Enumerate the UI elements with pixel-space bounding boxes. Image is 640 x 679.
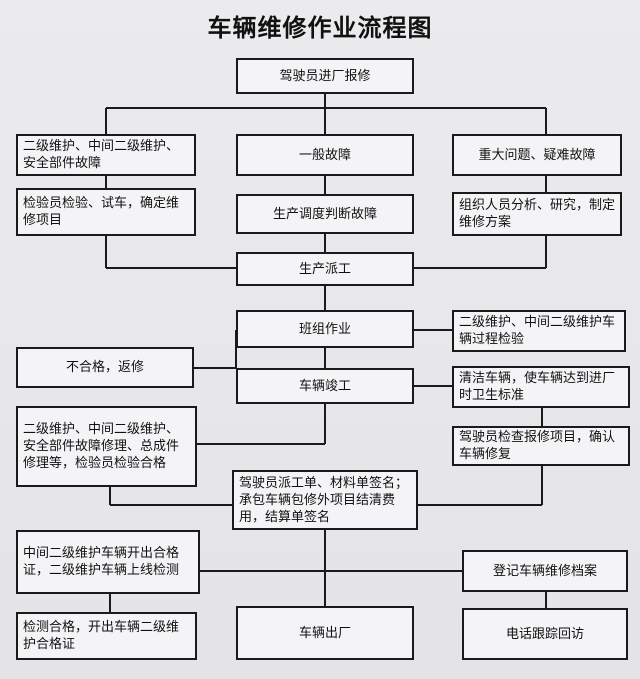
dispatch-judge-box: 生产调度判断故障 [236, 194, 414, 234]
phone-followup-box: 电话跟踪回访 [462, 608, 628, 660]
certificate-online-box: 中间二级维护车辆开出合格证，二级维护车辆上线检测 [16, 530, 200, 594]
team-analysis-box: 组织人员分析、研究，制定维修方案 [452, 192, 622, 236]
inspector-check-box: 检验员检验、试车，确定维修项目 [16, 188, 196, 236]
level2-repair-box: 二级维护、中间二级维护、安全部件故障 [16, 134, 196, 176]
driver-confirm-box: 驾驶员检查报修项目，确认车辆修复 [452, 426, 630, 466]
production-dispatch-box: 生产派工 [236, 252, 414, 286]
test-pass-box: 检测合格，开出车辆二级维护合格证 [16, 612, 197, 660]
unqualified-box: 不合格，返修 [16, 347, 194, 388]
settlement-box: 驾驶员派工单、材料单签名；承包车辆包修外项目结清费用，结算单签名 [232, 470, 418, 530]
driver-report-box: 驾驶员进厂报修 [236, 58, 414, 94]
major-issue-box: 重大问题、疑难故障 [452, 134, 622, 176]
vehicle-complete-box: 车辆竣工 [236, 368, 414, 404]
process-check-box: 二级维护、中间二级维护车辆过程检验 [452, 310, 626, 352]
team-work-box: 班组作业 [236, 310, 414, 348]
vehicle-exit-box: 车辆出厂 [236, 606, 414, 660]
register-archive-box: 登记车辆维修档案 [462, 550, 628, 592]
general-fault-box: 一般故障 [236, 134, 414, 176]
repair-inspection-box: 二级维护、中间二级维护、安全部件故障修理、总成件修理等，检验员检验合格 [16, 406, 197, 487]
clean-vehicle-box: 清洁车辆，使车辆达到进厂时卫生标准 [452, 366, 630, 408]
flowchart-title: 车辆维修作业流程图 [207, 14, 433, 42]
